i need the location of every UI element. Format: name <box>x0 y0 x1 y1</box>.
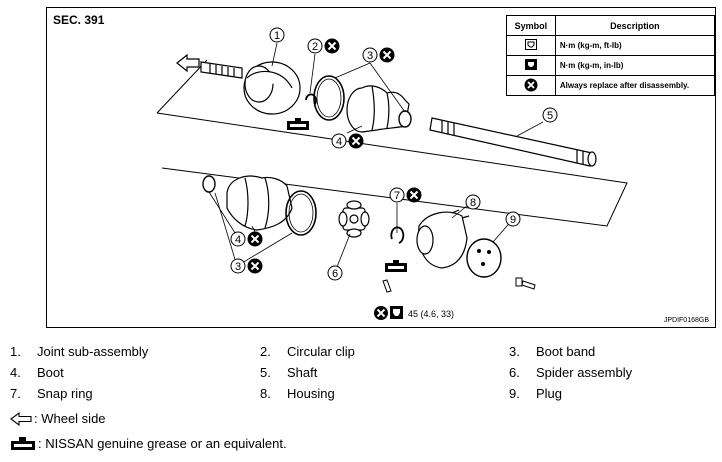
svg-text:3: 3 <box>367 50 373 62</box>
section-label: SEC. 391 <box>53 13 105 27</box>
plug <box>466 238 502 278</box>
circular-clip <box>305 93 317 105</box>
grease-note: : NISSAN genuine grease or an equivalent… <box>10 436 287 451</box>
list-item: 3.Boot band <box>509 344 596 359</box>
callout-1: 1 <box>269 27 285 43</box>
wheel-side-arrow <box>176 53 200 73</box>
arrow-left-icon <box>10 411 32 426</box>
list-item: 5.Shaft <box>260 365 318 380</box>
callout-3-upper: 3 <box>362 47 378 63</box>
list-item: 9.Plug <box>509 386 563 401</box>
bolt <box>382 277 536 293</box>
callout-4-lower: 4 <box>230 231 246 247</box>
boot-lower <box>226 175 293 231</box>
callout-7: 7 <box>389 187 405 203</box>
legend-header-symbol: Symbol <box>506 15 556 36</box>
figure-id: JPDIF0168GB <box>663 317 709 324</box>
always-replace-icon <box>506 75 556 96</box>
callout-2: 2 <box>307 38 323 54</box>
callout-4-upper: 4 <box>331 133 347 149</box>
callout-6: 6 <box>327 265 343 281</box>
legend-header-description: Description <box>554 15 716 36</box>
list-item: 4.Boot <box>10 365 64 380</box>
svg-text:7: 7 <box>394 190 400 202</box>
svg-text:1: 1 <box>274 30 280 42</box>
svg-text:2: 2 <box>312 41 318 53</box>
svg-text:6: 6 <box>332 268 338 280</box>
svg-text:4: 4 <box>235 234 241 246</box>
wheel-side-note: : Wheel side <box>10 411 106 426</box>
torque-wrench-filled-icon <box>506 55 556 76</box>
list-item: 1.Joint sub-assembly <box>10 344 149 359</box>
callout-9: 9 <box>505 211 521 227</box>
list-item: 7.Snap ring <box>10 386 93 401</box>
snap-ring <box>390 226 405 244</box>
shaft <box>429 117 597 167</box>
list-item: 6.Spider assembly <box>509 365 633 380</box>
drive-shaft-diagram: 1 2 3 4 5 7 8 9 4 3 6 45 (4.6, 33) <box>156 27 628 321</box>
callout-3-lower: 3 <box>230 258 246 274</box>
svg-text:4: 4 <box>336 136 342 148</box>
grease-icon <box>11 436 35 450</box>
joint-sub-assembly <box>200 61 301 115</box>
list-item: 8.Housing <box>260 386 335 401</box>
symbol-legend: Symbol Description N·m (kg-m, ft-lb) N·m… <box>506 15 716 96</box>
callout-5: 5 <box>542 107 558 123</box>
torque-wrench-icon <box>506 35 556 56</box>
legend-description: N·m (kg-m, in-lb) <box>554 55 716 76</box>
boot-band-lower-small <box>202 175 216 193</box>
torque-value: 45 (4.6, 33) <box>408 309 454 319</box>
boot-band-upper <box>313 75 345 121</box>
legend-description: N·m (kg-m, ft-lb) <box>554 35 716 56</box>
exploded-diagram-figure: 1 2 3 4 5 7 8 9 4 3 6 45 (4.6, 33) SEC. … <box>46 7 716 328</box>
callout-8: 8 <box>465 194 481 210</box>
torque-wrench-icon <box>390 306 403 319</box>
boot-upper <box>346 85 410 133</box>
svg-text:5: 5 <box>547 110 553 122</box>
svg-text:9: 9 <box>510 214 516 226</box>
list-item: 2.Circular clip <box>260 344 355 359</box>
legend-description: Always replace after disassembly. <box>554 75 716 96</box>
svg-text:8: 8 <box>470 197 476 209</box>
svg-text:3: 3 <box>235 261 241 273</box>
housing <box>416 209 470 269</box>
spider-assembly <box>338 200 370 238</box>
boot-band-lower <box>285 190 317 236</box>
